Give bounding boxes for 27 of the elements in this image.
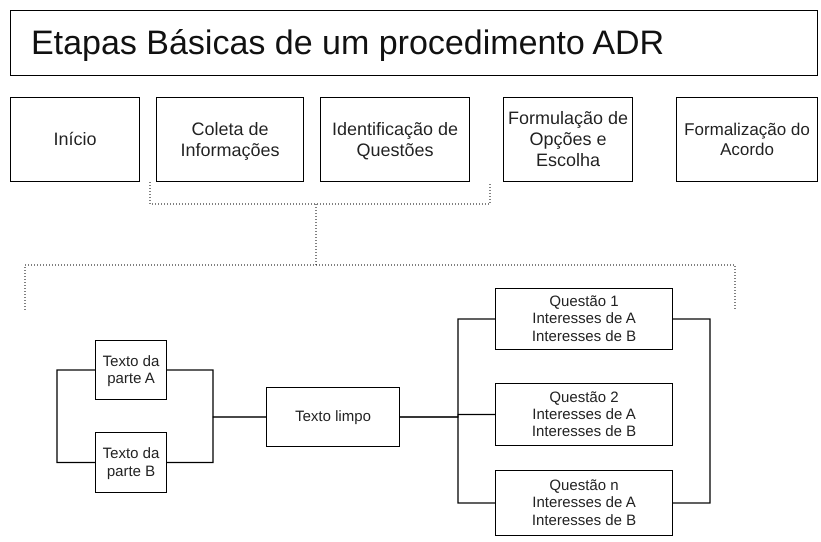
- box-label: Questão 1 Interesses de A Interesses de B: [530, 293, 638, 345]
- process-box: [676, 97, 818, 182]
- box-label: Texto da parte B: [102, 445, 160, 480]
- connector-line: [56, 369, 95, 464]
- connector-line: [673, 318, 711, 504]
- box-label: Início: [53, 129, 97, 150]
- box-label: Formalização do Acordo: [683, 120, 811, 160]
- box-label: Texto limpo: [295, 408, 371, 426]
- process-box: [266, 387, 400, 447]
- process-box: [495, 383, 673, 446]
- process-box: [95, 340, 167, 400]
- box-label: Coleta de Informações: [179, 118, 281, 160]
- connector-line: [400, 416, 495, 504]
- box-label: Questão 2 Interesses de A Interesses de B: [530, 388, 638, 440]
- box-label: Identificação de Questões: [330, 118, 460, 160]
- process-box: [495, 288, 673, 350]
- box-label: Questão n Interesses de A Interesses de B: [530, 477, 638, 529]
- process-box: [320, 97, 470, 182]
- connector-line: [167, 416, 266, 464]
- title: Etapas Básicas de um procedimento ADR: [10, 10, 818, 76]
- process-box: [156, 97, 304, 182]
- process-box: [503, 97, 633, 182]
- box-label: Formulação de Opções e Escolha: [507, 108, 629, 171]
- process-box: [495, 470, 673, 536]
- process-box: [95, 432, 167, 493]
- box-label: Texto da parte A: [102, 352, 160, 388]
- process-box: [10, 97, 140, 182]
